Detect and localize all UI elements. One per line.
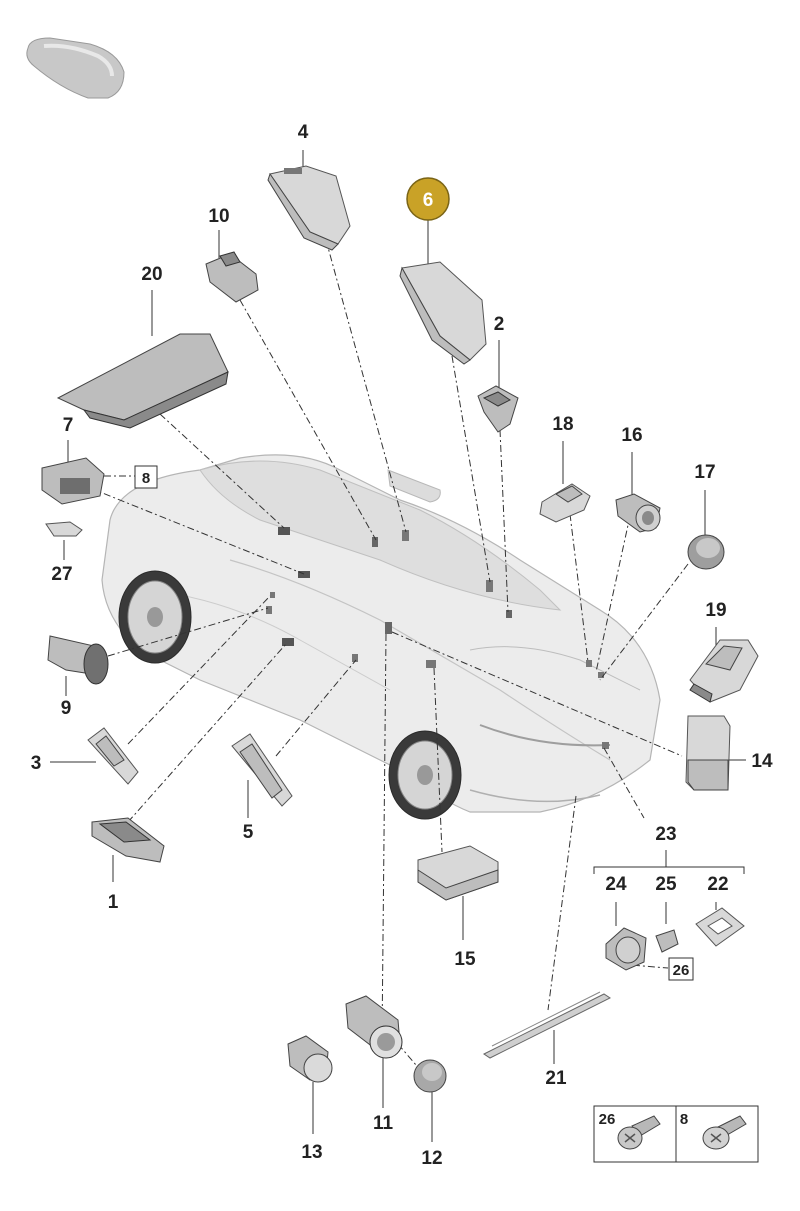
part-21 <box>483 991 611 1059</box>
screw-26-icon <box>617 1115 661 1150</box>
callout-19: 19 <box>705 600 726 621</box>
part-2 <box>477 385 519 433</box>
part-22 <box>695 907 745 947</box>
callout-12: 12 <box>421 1148 442 1169</box>
part-19 <box>689 639 759 703</box>
callout-11: 11 <box>373 1113 394 1134</box>
callout-16: 16 <box>621 425 642 446</box>
part-25 <box>655 929 679 953</box>
part-6 <box>399 261 487 365</box>
part-7 <box>41 457 105 505</box>
part-12 <box>413 1059 447 1093</box>
part-16 <box>615 493 661 533</box>
part-9 <box>47 635 109 685</box>
highlight-callout <box>406 177 450 221</box>
callout-15: 15 <box>454 949 476 970</box>
callout-6: 6 <box>423 190 434 211</box>
part-15 <box>417 845 499 901</box>
part-14 <box>685 715 731 791</box>
car-body-illustration <box>101 454 661 820</box>
callout-21: 21 <box>545 1068 567 1089</box>
callout-13: 13 <box>301 1142 322 1163</box>
callout-1: 1 <box>108 892 119 913</box>
part-3 <box>87 727 139 785</box>
callout-2: 2 <box>494 314 505 335</box>
callout-20: 20 <box>141 264 162 285</box>
callout-25: 25 <box>655 874 677 895</box>
legend-26-label: 26 <box>599 1111 616 1128</box>
callout-18: 18 <box>552 414 573 435</box>
ref-26-label: 26 <box>673 962 690 979</box>
ref-box-8: 8 <box>134 465 158 489</box>
callout-10: 10 <box>208 206 229 227</box>
leader-lines <box>50 150 746 1142</box>
callout-22: 22 <box>707 874 728 895</box>
part-11 <box>345 995 403 1059</box>
callout-7: 7 <box>63 415 74 436</box>
ref-box-26: 26 <box>668 957 694 981</box>
callout-23: 23 <box>655 824 676 845</box>
callout-17: 17 <box>694 462 715 483</box>
ref-8-label: 8 <box>142 470 150 487</box>
part-17 <box>687 534 725 570</box>
screw-8-icon <box>702 1115 747 1150</box>
callout-5: 5 <box>243 822 254 843</box>
part-10 <box>205 251 259 303</box>
callout-24: 24 <box>605 874 627 895</box>
callout-4: 4 <box>298 122 309 143</box>
part-5 <box>231 733 293 807</box>
part-24 <box>605 927 647 971</box>
callout-27: 27 <box>51 564 72 585</box>
fastener-legend: 26 8 <box>593 1105 759 1163</box>
callout-3: 3 <box>31 753 42 774</box>
legend-8-label: 8 <box>680 1111 688 1128</box>
part-4 <box>267 165 351 251</box>
car-thumbnail-icon <box>26 37 125 99</box>
part-20 <box>56 333 229 429</box>
part-1 <box>91 817 165 863</box>
callout-9: 9 <box>61 698 72 719</box>
part-18 <box>539 483 591 523</box>
part-13 <box>287 1035 333 1083</box>
callout-14: 14 <box>751 751 773 772</box>
part-27 <box>45 521 83 537</box>
